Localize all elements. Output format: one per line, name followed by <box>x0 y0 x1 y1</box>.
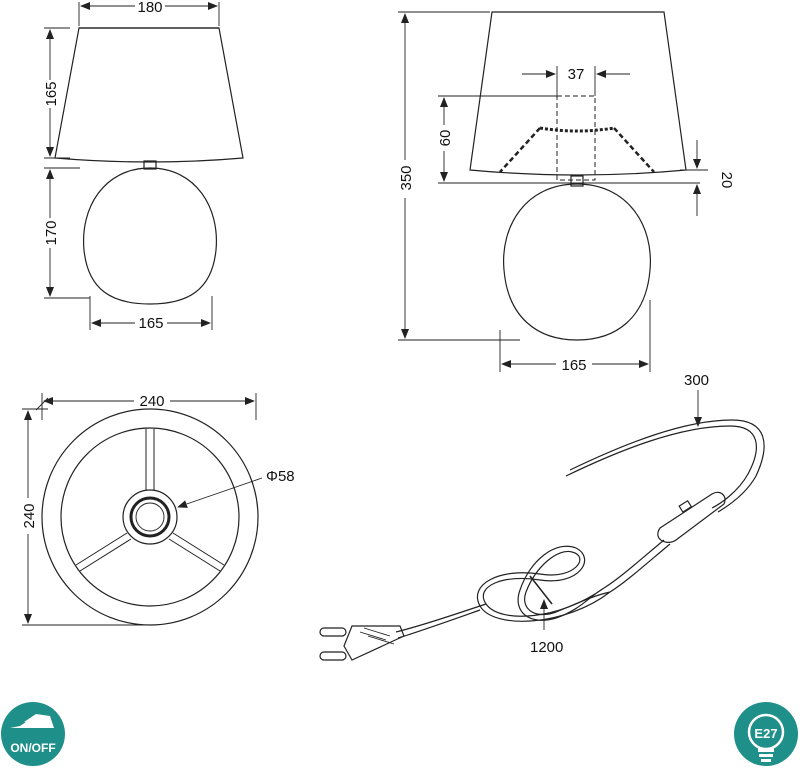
euro-plug <box>343 625 405 661</box>
top-view-height-label: 240 <box>21 503 38 528</box>
side-socket-width-label: 37 <box>568 66 585 83</box>
front-base-height-label: 170 <box>43 220 60 245</box>
side-base-width-label: 165 <box>561 357 586 374</box>
on-off-label: ON/OFF <box>10 741 55 755</box>
socket-hidden-outline <box>556 95 596 181</box>
front-stem <box>143 160 157 170</box>
power-cable: 300 1200 <box>319 372 765 661</box>
cable-length-label: 1200 <box>530 639 563 656</box>
shade-bottom-ring-outer <box>41 408 259 626</box>
inline-switch <box>657 491 726 543</box>
side-frame-height-label: 60 <box>437 130 454 147</box>
cable-coil <box>482 545 605 621</box>
switch-icon <box>10 722 54 728</box>
side-stem <box>570 175 584 187</box>
plug-pin-upper <box>319 627 347 637</box>
top-view-width-label: 240 <box>139 393 164 410</box>
socket-diameter-label: Φ58 <box>266 468 295 485</box>
side-total-height-label: 350 <box>398 165 415 190</box>
side-lamp-base <box>503 183 651 341</box>
socket-ring <box>122 489 178 545</box>
front-view: 180 165 170 165 <box>40 0 244 332</box>
front-shade-width-label: 180 <box>137 0 162 16</box>
side-view: 350 37 60 20 165 <box>395 11 735 374</box>
plug-pin-lower <box>319 651 347 661</box>
front-base-width-label: 165 <box>138 315 163 332</box>
front-lamp-shade <box>54 27 244 163</box>
front-lamp-base <box>82 167 218 305</box>
switch-button <box>678 499 693 513</box>
front-shade-height-label: 165 <box>43 81 60 106</box>
side-overhang-label: 20 <box>718 172 735 189</box>
switch-distance-label: 300 <box>684 372 709 389</box>
shade-frame-ring <box>539 126 615 133</box>
e27-bulb-badge: E27 <box>734 702 798 766</box>
top-view: 240 240 Φ58 <box>18 392 295 626</box>
side-lamp-shade <box>469 11 687 176</box>
e27-label: E27 <box>754 726 777 741</box>
on-off-switch-badge: ON/OFF <box>1 702 65 766</box>
shade-top-ring-inner <box>60 427 240 607</box>
